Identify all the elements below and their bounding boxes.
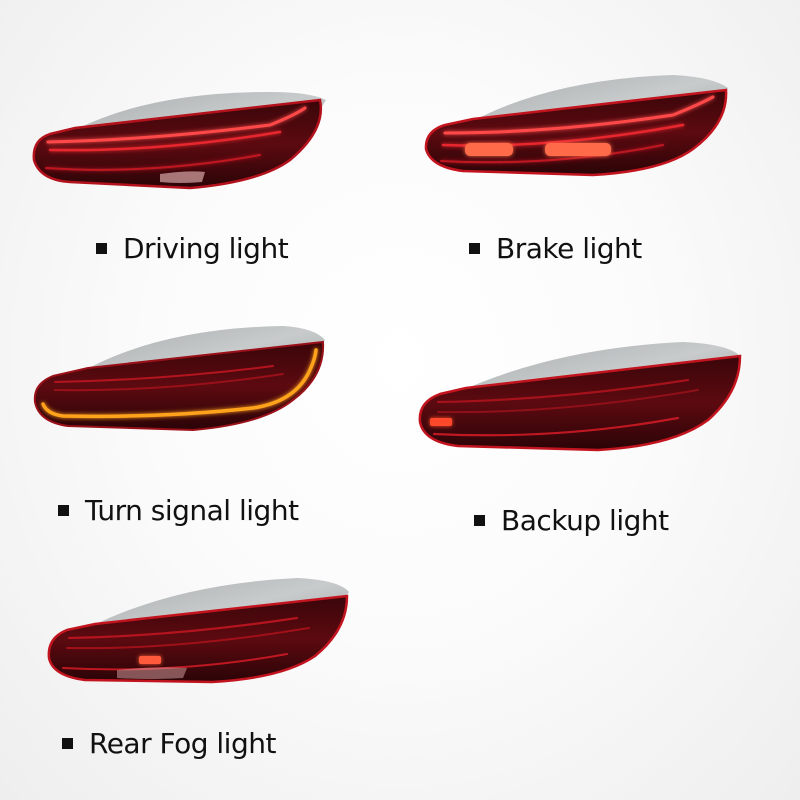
label-rear-fog-light: Rear Fog light <box>89 727 276 760</box>
caption-driving-light: Driving light <box>96 232 289 265</box>
label-brake-light: Brake light <box>496 232 642 265</box>
tail-light-driving-image <box>32 92 326 190</box>
tail-light-backup-image <box>418 342 742 452</box>
bullet-square-icon <box>469 243 480 254</box>
bullet-square-icon <box>96 243 107 254</box>
caption-backup-light: Backup light <box>474 504 669 537</box>
label-driving-light: Driving light <box>123 232 289 265</box>
bullet-square-icon <box>474 515 485 526</box>
caption-turn-signal-light: Turn signal light <box>58 494 299 527</box>
bullet-square-icon <box>58 505 69 516</box>
bullet-square-icon <box>62 738 73 749</box>
tail-light-rear-fog-image <box>47 578 349 684</box>
label-turn-signal-light: Turn signal light <box>85 494 299 527</box>
tail-light-brake-image <box>424 75 728 177</box>
caption-rear-fog-light: Rear Fog light <box>62 727 276 760</box>
tail-light-turn-signal-image <box>33 326 325 432</box>
caption-brake-light: Brake light <box>469 232 642 265</box>
label-backup-light: Backup light <box>501 504 669 537</box>
